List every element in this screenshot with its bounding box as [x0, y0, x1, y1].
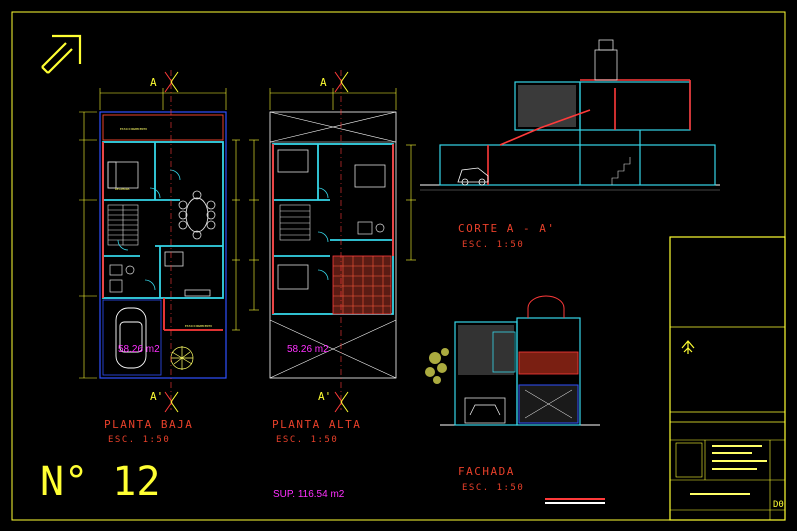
sheet-code: D0: [773, 500, 784, 510]
facade-title: FACHADA: [458, 465, 515, 478]
svg-text:RECAMARA: RECAMARA: [115, 187, 130, 191]
north-arrow-icon-small: [681, 340, 695, 354]
car-icon: [115, 307, 147, 369]
ground-floor-plan: ESTACIONAMIENTO RECAMARA ESTACIONAMIENTO: [79, 88, 240, 379]
section-drawing: [420, 39, 720, 191]
cut-marker-group-1: A A': [150, 70, 179, 413]
section-scale: ESC. 1:50: [462, 240, 524, 250]
cut-marker-group-2: A A': [318, 70, 349, 413]
ground-floor-scale: ESC. 1:50: [108, 435, 170, 445]
upper-floor-area: 58.26 m2: [287, 344, 329, 355]
north-arrow-icon: [41, 34, 82, 74]
upper-floor-plan: [249, 88, 416, 379]
upper-floor-scale: ESC. 1:50: [276, 435, 338, 445]
upper-floor-title: PLANTA ALTA: [272, 418, 361, 431]
cut-label-top: A: [150, 76, 157, 89]
svg-text:ESTACIONAMIENTO: ESTACIONAMIENTO: [120, 127, 147, 131]
tree-icon: [170, 346, 194, 370]
ground-floor-area: 58.26 m2: [118, 344, 160, 355]
roof-tile-hatch: [332, 255, 392, 315]
ground-floor-title: PLANTA BAJA: [104, 418, 193, 431]
sheet-number: N° 12: [40, 459, 160, 505]
section-title: CORTE A - A': [458, 222, 555, 235]
cut-label-bottom: A': [150, 390, 163, 403]
svg-text:ESTACIONAMIENTO: ESTACIONAMIENTO: [185, 324, 212, 328]
facade-scale: ESC. 1:50: [462, 483, 524, 493]
total-area: SUP. 116.54 m2: [273, 489, 345, 500]
graphic-scale-bar: [545, 498, 605, 504]
cut-label-top-2: A: [320, 76, 327, 89]
facade-drawing: [425, 295, 600, 426]
cut-label-bottom-2: A': [318, 390, 331, 403]
title-block: D0: [669, 236, 786, 521]
